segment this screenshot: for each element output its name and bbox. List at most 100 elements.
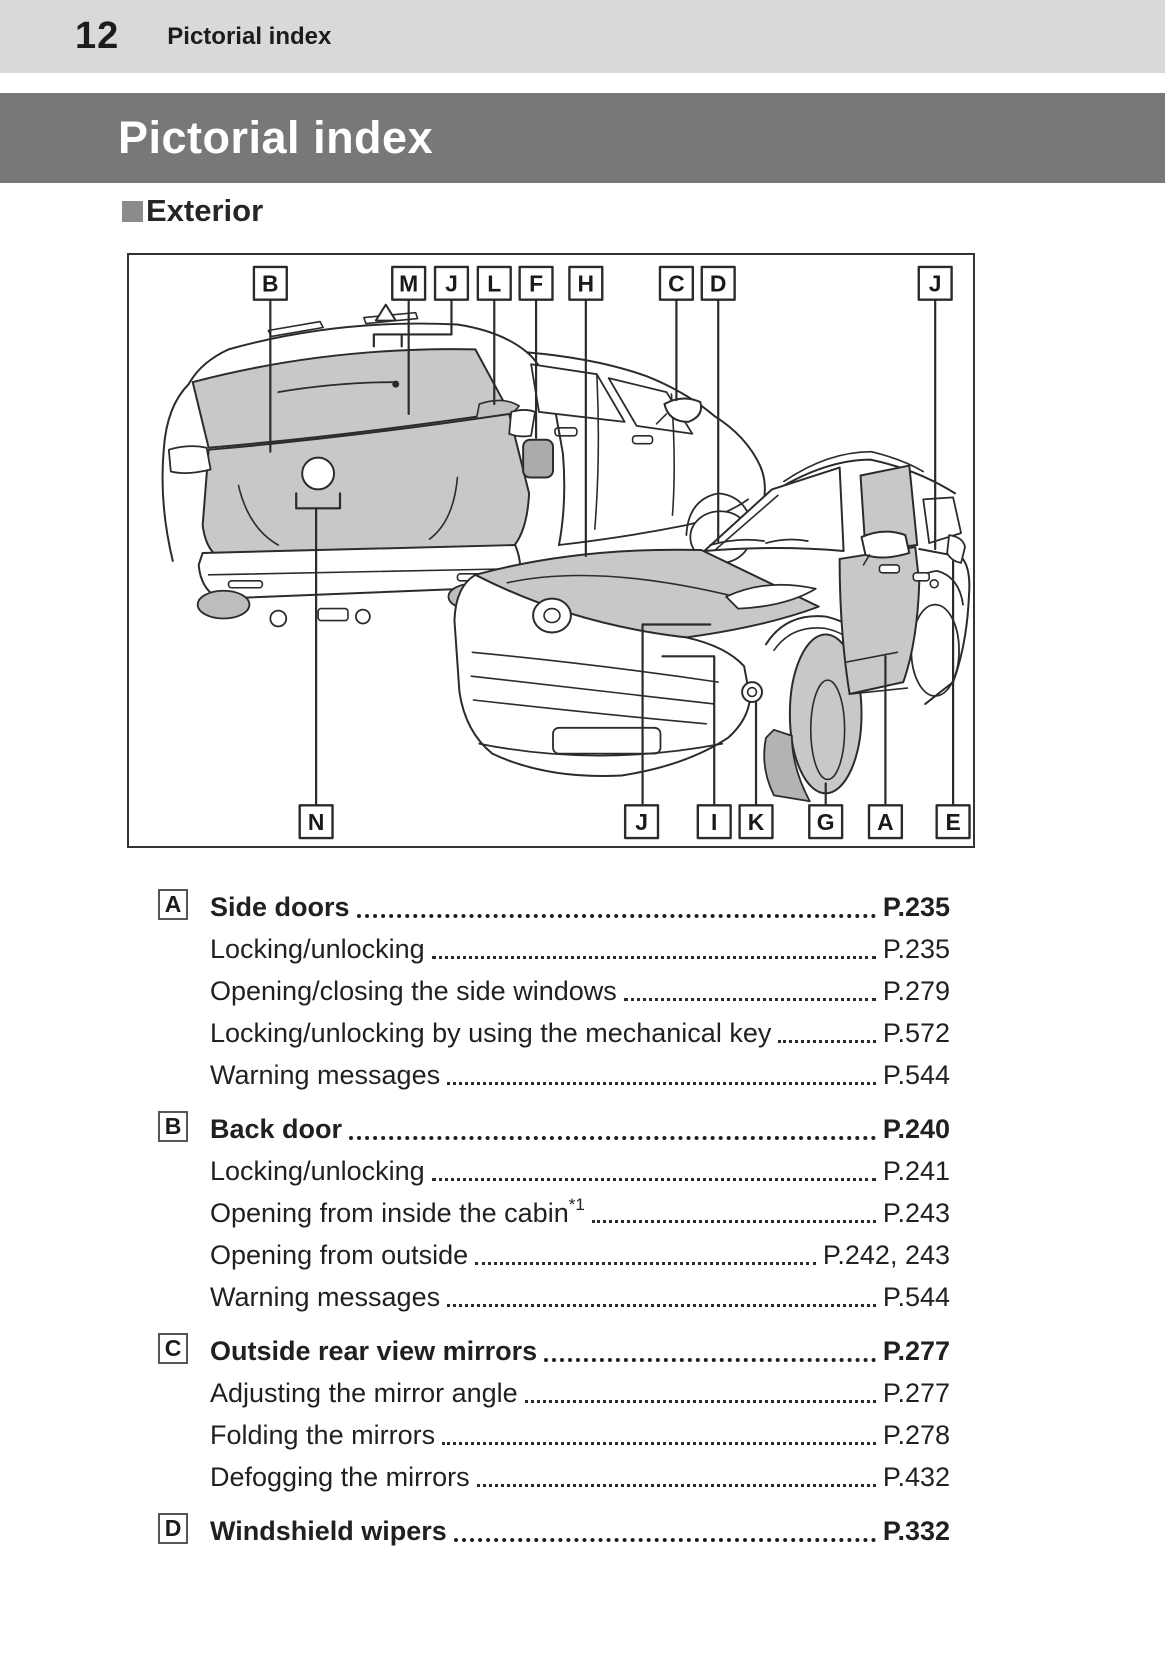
- dotted-leader: [431, 956, 876, 959]
- index-entry: Locking/unlocking P.235: [210, 934, 950, 964]
- section-badge: C: [158, 1333, 188, 1364]
- pictorial-index-list: A Side doors P.235 Locking/unlocking P.2…: [158, 869, 950, 1547]
- svg-text:A: A: [877, 809, 894, 835]
- dotted-leader: [524, 1400, 876, 1403]
- diagram-label-bottom-I: I: [696, 804, 732, 840]
- diagram-label-top-J: J: [433, 265, 470, 301]
- exterior-diagram: B M J L F H: [127, 253, 975, 848]
- diagram-labels: B M J L F H: [252, 265, 971, 840]
- diagram-label-top-L: L: [476, 265, 512, 301]
- car-line-art: B M J L F H: [161, 265, 971, 840]
- dotted-leader: [476, 1484, 876, 1487]
- page-number: 12: [75, 15, 120, 57]
- dotted-leader: [453, 1538, 876, 1542]
- svg-text:G: G: [817, 809, 835, 835]
- index-entry: Defogging the mirrors P.432: [210, 1462, 950, 1492]
- svg-text:J: J: [929, 271, 942, 297]
- page-ref: P.235: [882, 892, 950, 922]
- dotted-leader: [591, 1220, 876, 1223]
- dotted-leader: [356, 914, 876, 918]
- section-title: Outside rear view mirrors: [210, 1336, 538, 1366]
- diagram-label-top-D: D: [700, 265, 736, 301]
- diagram-label-bottom-N: N: [298, 804, 334, 840]
- index-section-header: D Windshield wipers P.332: [158, 1503, 950, 1547]
- section-badge: D: [158, 1513, 188, 1544]
- section-badge: B: [158, 1111, 188, 1142]
- exterior-heading-label: Exterior: [146, 193, 264, 228]
- dotted-leader: [778, 1040, 876, 1043]
- dotted-leader: [544, 1358, 876, 1362]
- diagram-label-top-M: M: [391, 265, 427, 301]
- dotted-leader: [475, 1262, 816, 1265]
- section-title: Back door: [210, 1114, 343, 1144]
- diagram-label-bottom-J: J: [623, 804, 660, 840]
- svg-text:F: F: [529, 271, 543, 297]
- index-entry: Locking/unlocking P.241: [210, 1156, 950, 1186]
- section-title: Side doors: [210, 892, 350, 922]
- diagram-label-top-F: F: [518, 265, 554, 301]
- dotted-leader: [447, 1304, 876, 1307]
- svg-text:D: D: [710, 271, 727, 297]
- page-ref: P.242, 243: [822, 1240, 950, 1270]
- dotted-leader: [431, 1178, 876, 1181]
- index-entry: Locking/unlocking by using the mechanica…: [210, 1018, 950, 1048]
- page-ref: P.332: [882, 1516, 950, 1546]
- page-ref: P.544: [882, 1282, 950, 1312]
- dotted-leader: [349, 1136, 876, 1140]
- page-ref: P.432: [882, 1462, 950, 1492]
- svg-text:I: I: [711, 809, 717, 835]
- page-ref: P.277: [882, 1336, 950, 1366]
- page-ref: P.279: [882, 976, 950, 1006]
- svg-text:M: M: [399, 271, 418, 297]
- index-section-header: C Outside rear view mirrors P.277: [158, 1323, 950, 1367]
- index-entry: Warning messages P.544: [210, 1060, 950, 1090]
- section-badge: A: [158, 889, 188, 920]
- dotted-leader: [442, 1442, 876, 1445]
- page-ref: P.243: [882, 1198, 950, 1228]
- index-section-header: B Back door P.240: [158, 1101, 950, 1145]
- svg-text:C: C: [668, 271, 685, 297]
- page-ref: P.240: [882, 1114, 950, 1144]
- heading-square-icon: [122, 200, 143, 222]
- dotted-leader: [447, 1082, 876, 1085]
- page-ref: P.277: [882, 1378, 950, 1408]
- diagram-label-bottom-K: K: [738, 804, 774, 840]
- page-ref: P.235: [882, 934, 950, 964]
- diagram-label-top-B: B: [252, 265, 288, 301]
- exterior-heading: Exterior: [122, 193, 263, 229]
- diagram-label-bottom-G: G: [808, 804, 844, 840]
- section-title: Windshield wipers: [210, 1516, 447, 1546]
- svg-text:K: K: [748, 809, 765, 835]
- diagram-label-bottom-E: E: [935, 804, 971, 840]
- rear-view-car: [161, 303, 766, 628]
- svg-text:L: L: [487, 271, 501, 297]
- footnote-marker: *1: [568, 1195, 585, 1214]
- index-entry: Folding the mirrors P.278: [210, 1420, 950, 1450]
- svg-text:J: J: [445, 271, 458, 297]
- svg-text:H: H: [578, 271, 595, 297]
- section-banner: Pictorial index: [0, 93, 1165, 183]
- chapter-title: Pictorial index: [167, 22, 332, 50]
- page-header: 12 Pictorial index: [0, 0, 1165, 73]
- diagram-label-top-H: H: [568, 265, 604, 301]
- index-entry: Opening from inside the cabin*1 P.243: [210, 1195, 950, 1228]
- svg-text:J: J: [635, 809, 648, 835]
- page-ref: P.278: [882, 1420, 950, 1450]
- index-entry: Opening from outside P.242, 243: [210, 1240, 950, 1270]
- page-ref: P.572: [882, 1018, 950, 1048]
- svg-text:B: B: [262, 271, 279, 297]
- index-entry: Adjusting the mirror angle P.277: [210, 1378, 950, 1408]
- index-entry: Opening/closing the side windows P.279: [210, 976, 950, 1006]
- svg-text:E: E: [945, 809, 960, 835]
- banner-title: Pictorial index: [118, 112, 434, 163]
- diagram-label-top-C: C: [658, 265, 695, 301]
- diagram-label-top-J2: J: [917, 265, 953, 301]
- front-three-quarter-car: [453, 450, 971, 803]
- index-section-header: A Side doors P.235: [158, 879, 950, 923]
- svg-text:N: N: [308, 809, 325, 835]
- leader-lines: [269, 298, 955, 807]
- page-ref: P.241: [882, 1156, 950, 1186]
- dotted-leader: [623, 998, 876, 1001]
- diagram-label-bottom-A: A: [867, 804, 904, 840]
